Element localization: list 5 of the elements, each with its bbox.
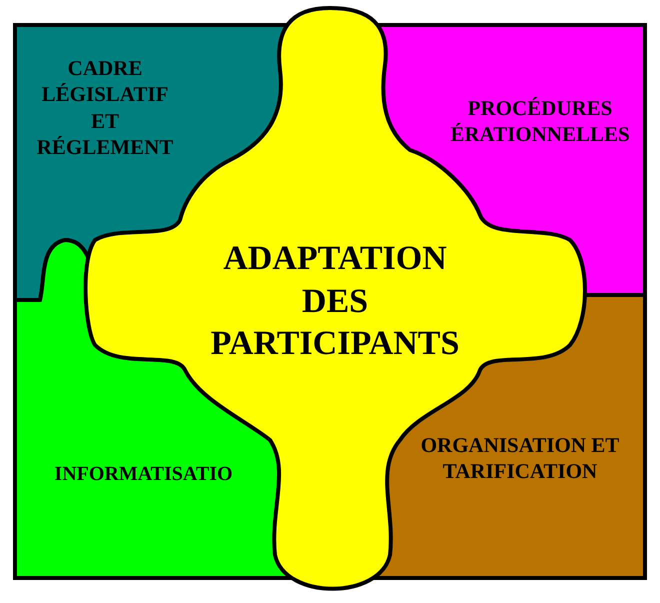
piece-label: ORGANISATION ET TARIFICATION (420, 432, 620, 484)
piece-label: PROCÉDURES ÉRATIONNELLES (449, 95, 631, 148)
piece-label: ADAPTATION DES PARTICIPANTS (210, 239, 460, 364)
piece-label: CADRE LÉGISLATIF ET RÉGLEMENT (36, 55, 174, 160)
piece-label: INFORMATISATIO (53, 462, 234, 487)
